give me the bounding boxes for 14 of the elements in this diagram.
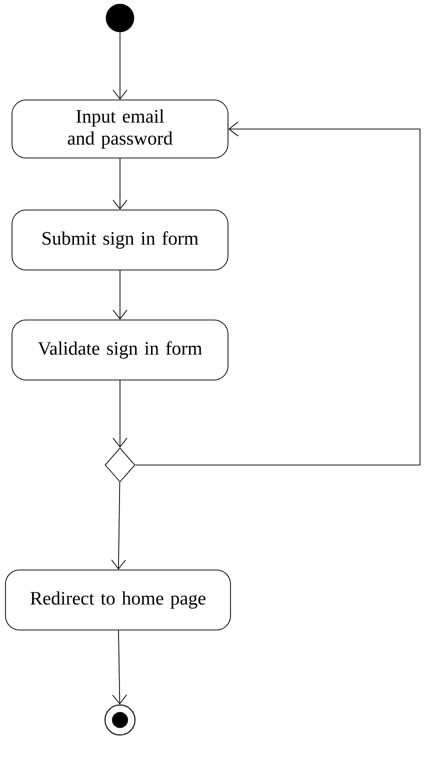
action-box: Validate sign in form xyxy=(12,320,228,380)
arrow xyxy=(112,32,128,100)
action-box: Submit sign in form xyxy=(12,210,228,270)
end-node xyxy=(104,704,136,736)
arrow xyxy=(112,380,128,448)
arrow xyxy=(111,482,126,570)
arrow xyxy=(135,122,420,466)
start-node xyxy=(106,4,134,32)
arrow xyxy=(112,270,128,320)
decision-diamond xyxy=(104,448,136,482)
arrow xyxy=(112,158,128,210)
action-box: Redirect to home page xyxy=(5,570,231,630)
action-box: Input email and password xyxy=(12,100,228,158)
arrow xyxy=(112,630,127,704)
